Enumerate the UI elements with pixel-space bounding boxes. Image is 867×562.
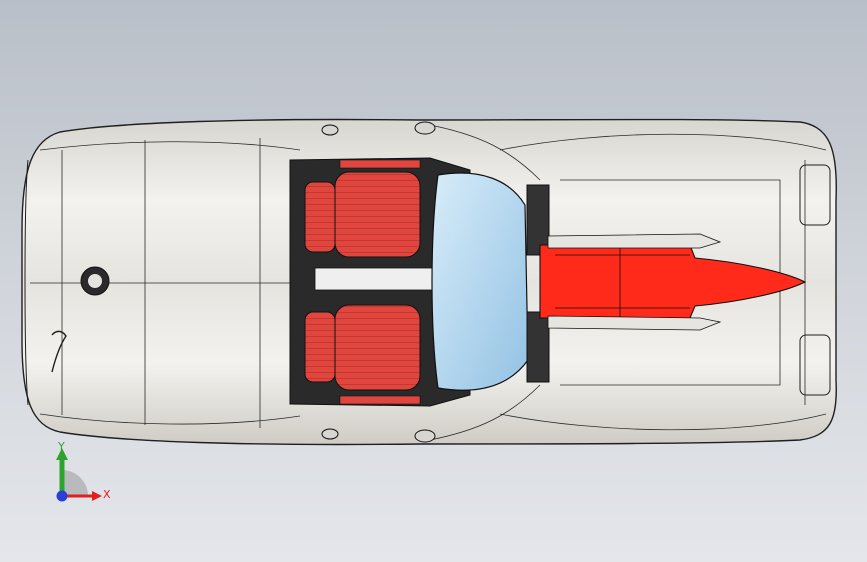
front-details [24, 159, 831, 406]
reference-triad [56, 448, 102, 502]
triad-y-label: Y [58, 440, 65, 453]
hood-stripe-lower [547, 315, 722, 331]
hood-stripe-upper [547, 233, 722, 249]
seat-lower [304, 304, 421, 391]
seat-upper [304, 171, 421, 258]
side-mirrors [321, 121, 436, 443]
script-badge [51, 330, 67, 373]
y-arrow-icon [56, 448, 68, 460]
triad-x-label: X [103, 488, 111, 501]
center-console [314, 267, 436, 291]
hood-vents [526, 184, 550, 383]
engine-insert [539, 244, 807, 319]
x-arrow-icon [92, 491, 102, 501]
windshield [431, 172, 529, 391]
z-axis-icon [56, 490, 68, 502]
